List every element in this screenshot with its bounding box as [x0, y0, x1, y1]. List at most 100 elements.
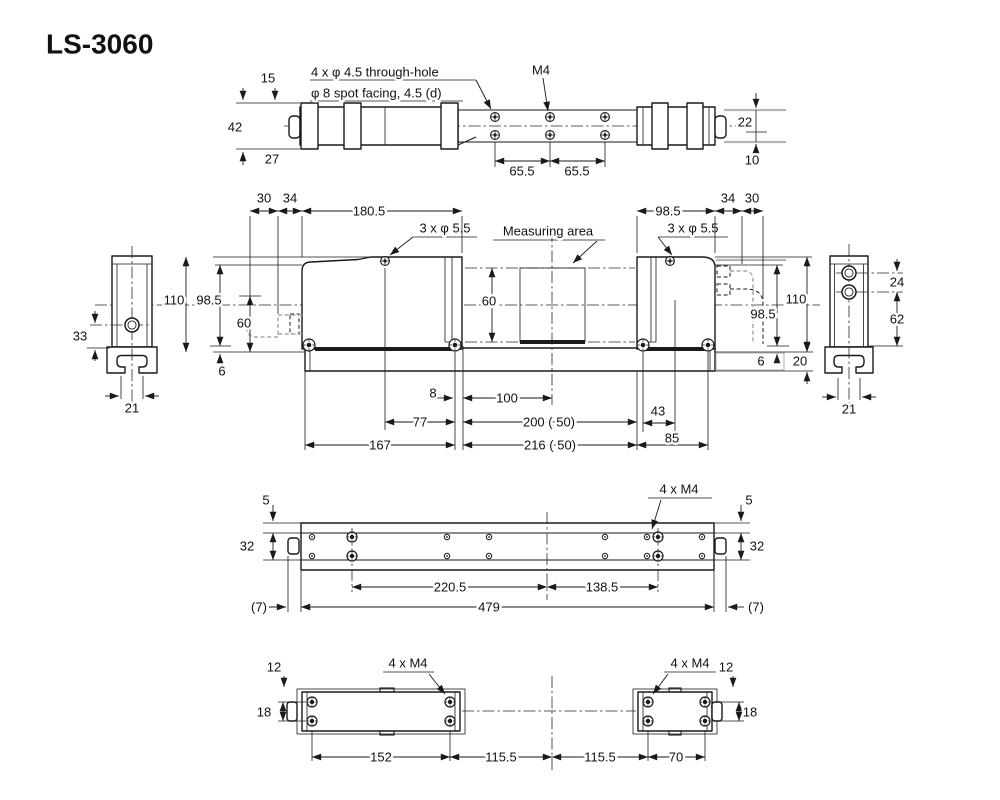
front-view: 60 Measuring area 3 x φ 5.5 3 x φ 5.5 30… [95, 188, 820, 455]
dim-21-right-end: 21 [842, 402, 856, 417]
dim-216: 216 ( 50) [524, 438, 576, 453]
head-screw [701, 338, 715, 352]
dim-479: 479 [478, 600, 500, 615]
callout-m4-base: 4 x M4 [659, 482, 698, 497]
dim-33: 33 [73, 329, 87, 344]
transmitter-bottom [286, 687, 466, 736]
dim-98-5-right: 98.5 [750, 307, 775, 322]
dim-6-left: 6 [218, 364, 225, 379]
page-title: LS-3060 [46, 29, 153, 60]
dim-27: 27 [265, 152, 279, 167]
dim-34-left: 34 [283, 191, 297, 206]
dim-110-right: 110 [786, 292, 807, 307]
dim-32-right: 32 [750, 539, 764, 554]
dim-43: 43 [651, 404, 665, 419]
head-screw [302, 338, 316, 352]
dim-77: 77 [413, 415, 427, 430]
dim-18-right: 18 [743, 705, 757, 720]
callout-m4-bottom-right: 4 x M4 [670, 656, 709, 671]
dim-15: 15 [261, 71, 275, 86]
callout-through-hole-1: 4 x φ 4.5 through-hole [311, 65, 439, 80]
receiver-bottom [632, 687, 723, 736]
dim-167: 167 [369, 438, 391, 453]
dim-8: 8 [429, 386, 436, 401]
end-view-hole [841, 284, 857, 300]
dim-5-left: 5 [262, 493, 269, 508]
m4-tapped-hole [652, 550, 664, 562]
receiver-head-top [636, 102, 727, 150]
dim-18-left: 18 [257, 705, 271, 720]
right-end-view: 24 62 21 [822, 244, 907, 419]
dim-138-5: 138.5 [586, 580, 619, 595]
dim-20-right: 20 [793, 354, 807, 369]
m4-tapped-hole [346, 550, 358, 562]
dim-85: 85 [665, 431, 679, 446]
through-hole [490, 130, 500, 140]
m4-tapped-hole [652, 531, 664, 543]
end-view-hole [841, 265, 857, 281]
base-plate [300, 522, 715, 571]
dim-34-right: 34 [721, 191, 735, 206]
dim-220-5: 220.5 [434, 580, 467, 595]
dim-115-5-a: 115.5 [485, 750, 517, 765]
through-hole [490, 112, 500, 122]
base-rail-front [304, 258, 786, 372]
top-hole-left [380, 256, 390, 266]
callout-spot-facing: φ 8 spot facing, 4.5 (d) [311, 86, 442, 101]
dim-65-5-a: 65.5 [509, 164, 534, 179]
dim-30-left: 30 [257, 191, 271, 206]
callout-m4-bottom-left: 4 x M4 [388, 656, 427, 671]
dim-60-cable: 60 [237, 316, 251, 331]
base-plate-view: 4 x M4 5 32 5 32 220.5 138.5 (7) 479 (7) [237, 479, 766, 617]
measuring-area: 60 Measuring area [465, 221, 635, 405]
dim-115-5-b: 115.5 [584, 750, 616, 765]
dim-7-left: (7) [251, 600, 267, 615]
dim-10: 10 [745, 153, 759, 168]
dim-22: 22 [738, 115, 752, 130]
through-hole [545, 130, 555, 140]
dim-70: 70 [669, 750, 683, 765]
dim-12-left: 12 [267, 660, 281, 675]
dim-30-right: 30 [745, 191, 759, 206]
dim-7-right: (7) [748, 600, 764, 615]
dim-60-measuring: 60 [482, 294, 496, 309]
m4-tapped-hole [346, 531, 358, 543]
through-hole [600, 130, 610, 140]
dim-98-5-left: 98.5 [196, 293, 221, 308]
dim-110-left: 110 [164, 293, 185, 308]
dim-6-right: 6 [757, 354, 764, 369]
dim-152: 152 [370, 750, 392, 765]
dim-65-5-b: 65.5 [564, 164, 589, 179]
through-hole [600, 112, 610, 122]
dim-24: 24 [890, 275, 904, 290]
callout-m4: M4 [532, 63, 550, 78]
dim-62: 62 [890, 312, 904, 327]
t-slot-foot [106, 346, 158, 374]
end-view-hole [124, 317, 140, 333]
dim-21-left-end: 21 [125, 401, 139, 416]
bottom-view: 4 x M4 4 x M4 12 18 12 18 152 115.5 115.… [254, 653, 760, 770]
dim-32-left: 32 [240, 539, 254, 554]
transmitter-head-front [301, 256, 463, 351]
head-screw [448, 338, 462, 352]
left-cable [246, 313, 302, 338]
dim-98-5-top: 98.5 [655, 204, 680, 219]
dim-100: 100 [496, 391, 518, 406]
t-slot-foot [824, 346, 874, 374]
dim-200: 200 ( 50) [523, 415, 575, 430]
through-hole [545, 112, 555, 122]
callout-holes-right: 3 x φ 5.5 [667, 221, 718, 236]
dim-42: 42 [228, 120, 242, 135]
label-measuring-area: Measuring area [503, 224, 594, 239]
top-hole-right [665, 256, 675, 266]
receiver-head-front [636, 256, 716, 351]
dim-12-right: 12 [719, 660, 733, 675]
left-end-view: 33 21 [70, 246, 159, 418]
head-screw [636, 338, 650, 352]
right-cables [716, 265, 764, 344]
top-view: 4 x φ 4.5 through-hole φ 8 spot facing, … [225, 60, 786, 181]
transmitter-head-top [288, 102, 477, 150]
callout-holes-left: 3 x φ 5.5 [419, 221, 470, 236]
